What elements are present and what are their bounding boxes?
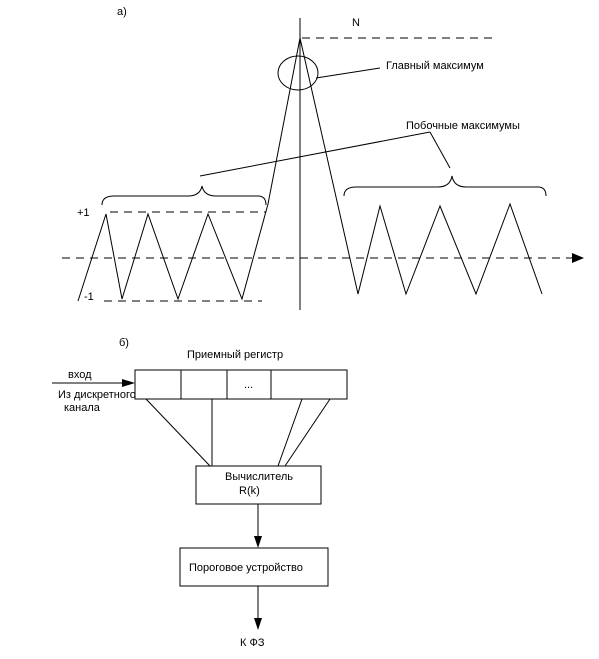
side-maximum-leader-left bbox=[199, 131, 431, 177]
side-maximum-label: Побочные максимумы bbox=[406, 120, 520, 132]
threshold-to-output-arrow bbox=[254, 618, 262, 630]
calculator-label-line2: R(k) bbox=[239, 485, 260, 497]
tap-line-3 bbox=[277, 398, 303, 467]
main-maximum-ellipse bbox=[277, 55, 319, 91]
output-label: К ФЗ bbox=[240, 637, 265, 649]
peak-n-label: N bbox=[352, 17, 360, 29]
panel-b-label: б) bbox=[119, 337, 129, 349]
right-side-lobes-brace bbox=[343, 175, 547, 197]
horizontal-axis-arrow bbox=[572, 253, 584, 263]
panel-a-label: а) bbox=[117, 6, 127, 18]
side-maximum-leader-right bbox=[429, 131, 451, 169]
tap-line-1 bbox=[145, 398, 211, 467]
register-title: Приемный регистр bbox=[187, 349, 283, 361]
receiving-register bbox=[134, 369, 348, 400]
input-label-line3: канала bbox=[64, 402, 101, 414]
input-arrow-head bbox=[122, 379, 135, 387]
threshold-device-label: Пороговое устройство bbox=[189, 562, 303, 574]
register-cell-ellipsis: ... bbox=[244, 379, 253, 391]
tap-line-4 bbox=[284, 398, 331, 467]
plus-one-label: +1 bbox=[77, 207, 90, 219]
correlation-waveform bbox=[77, 37, 543, 302]
input-label-line1: вход bbox=[68, 369, 92, 381]
main-maximum-label: Главный максимум bbox=[386, 60, 484, 72]
calc-to-threshold-arrow bbox=[254, 536, 262, 548]
calculator-label-line1: Вычислитель bbox=[225, 471, 293, 483]
threshold-device-block bbox=[179, 547, 329, 587]
main-maximum-leader bbox=[315, 67, 381, 79]
input-label-line2: Из дискретного bbox=[58, 389, 136, 401]
minus-one-label: -1 bbox=[84, 291, 94, 303]
left-side-lobes-brace bbox=[101, 185, 267, 206]
